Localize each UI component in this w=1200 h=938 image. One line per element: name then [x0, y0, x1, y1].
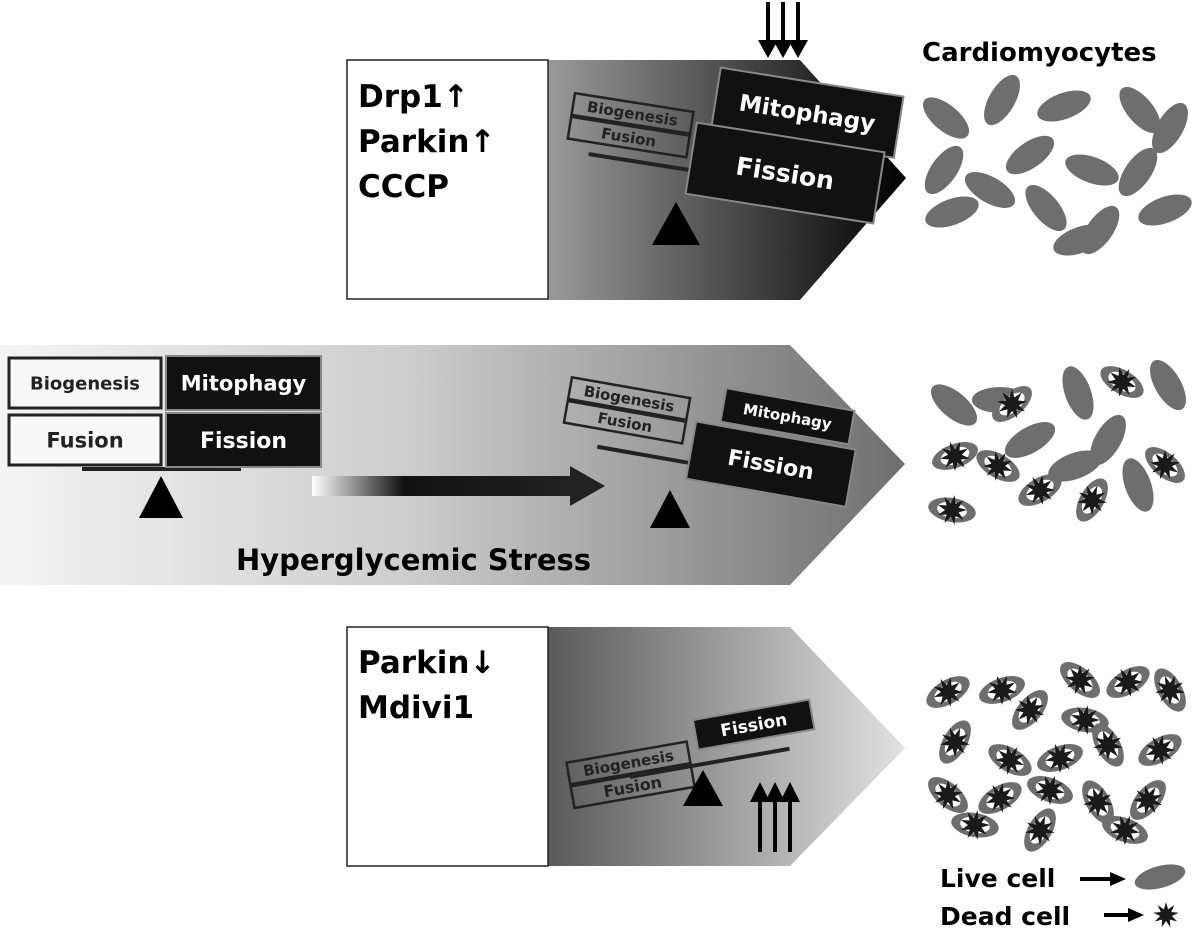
baseline-block-fusion: Fusion [7, 413, 163, 467]
cells-layer [922, 74, 1192, 928]
dead-cell [1037, 743, 1083, 773]
top-balance-pivot [652, 202, 700, 245]
live-cell [1090, 414, 1126, 466]
baseline-block-mitophagy-label: Mitophagy [181, 372, 307, 396]
dead-cell [928, 495, 976, 525]
live-cell [1119, 86, 1161, 134]
dead-cell [1102, 815, 1148, 845]
dead-cell [926, 676, 970, 708]
stressed-block-mitophagy: Mitophagy [719, 387, 856, 446]
legend-live-arrowhead-icon [1110, 872, 1126, 886]
dead-cell [992, 386, 1032, 422]
live-cell [1005, 135, 1055, 175]
legend-live-cell-icon [1134, 864, 1186, 890]
dead-cell [979, 675, 1025, 705]
bottom-block-fission: Fission [691, 698, 816, 751]
dead-cell [1027, 775, 1073, 805]
condition-mdivi1: Mdivi1 [358, 690, 475, 726]
live-cell [1065, 154, 1119, 186]
transition-arrow-icon [312, 466, 605, 506]
live-cell [984, 74, 1020, 126]
dead-cell [976, 450, 1020, 482]
baseline-block-biogenesis-label: Biogenesis [30, 373, 140, 394]
top-conditions: Drp1↑ Parkin↑ CCCP [358, 82, 495, 217]
legend-dead-cell-label: Dead cell [940, 902, 1071, 931]
live-cell [1138, 194, 1192, 226]
dead-cell [939, 720, 971, 764]
baseline-balance-pivot [139, 476, 183, 518]
dead-cell [1138, 734, 1182, 766]
dead-cell [1024, 808, 1056, 852]
dead-cell [928, 777, 968, 813]
condition-cccp: CCCP [358, 169, 449, 205]
live-cell [1037, 90, 1091, 122]
top-block-fusion: Fusion [566, 115, 692, 159]
dead-cell [1145, 447, 1185, 483]
live-cell [1118, 147, 1158, 197]
bottom-panel-arrow [548, 627, 905, 866]
legend-dead-arrowhead-icon [1128, 908, 1144, 922]
condition-parkin-up: Parkin↑ [358, 124, 496, 160]
live-cell [1150, 359, 1186, 411]
baseline-block-fusion-label: Fusion [46, 429, 123, 453]
baseline-block-biogenesis: Biogenesis [7, 356, 163, 410]
condition-parkin-down: Parkin↓ [358, 645, 496, 681]
dead-cell [932, 441, 978, 471]
live-cell [1025, 184, 1067, 232]
live-cell [1122, 458, 1154, 512]
live-cell [1062, 366, 1094, 420]
live-cell [925, 196, 979, 228]
bottom-condition-box [346, 626, 549, 867]
live-cell [1048, 450, 1102, 482]
baseline-block-fission: Fission [165, 412, 322, 468]
live-cell [1004, 422, 1056, 458]
legend-live-cell-label: Live cell [940, 864, 1056, 893]
dead-cell [1060, 662, 1100, 698]
dead-cell [1100, 366, 1144, 398]
stressed-balance-pivot [650, 490, 690, 528]
live-cell [922, 97, 970, 139]
dead-cell [988, 744, 1032, 776]
up-arrows-icon [750, 782, 800, 852]
legend-dead-cell-icon [1153, 902, 1179, 928]
dead-cell [1018, 474, 1062, 506]
baseline-block-mitophagy: Mitophagy [165, 355, 322, 411]
bottom-balance-pivot [683, 770, 723, 806]
stressed-block-fission: Fission [684, 420, 857, 508]
dead-cell [1130, 780, 1166, 820]
dead-cell [1012, 690, 1048, 730]
dead-cell [1082, 780, 1114, 824]
legend [1080, 864, 1186, 928]
bottom-conditions: Parkin↓ Mdivi1 [358, 648, 495, 738]
dead-cell [951, 810, 999, 840]
dead-cell [978, 782, 1022, 814]
top-block-fission: Fission [684, 121, 886, 225]
condition-drp1: Drp1↑ [358, 79, 469, 115]
cardiomyocytes-title: Cardiomyocytes [922, 38, 1157, 68]
live-cell [1152, 102, 1188, 154]
down-arrows-icon [758, 2, 808, 58]
live-cell [1053, 224, 1107, 256]
dead-cell [1092, 723, 1124, 767]
top-condition-box [346, 59, 549, 300]
baseline-block-fission-label: Fission [200, 429, 287, 454]
live-cell [964, 172, 1016, 208]
dead-cell [1154, 668, 1186, 712]
hyperglycemic-stress-label: Hyperglycemic Stress [236, 543, 592, 577]
live-cell [924, 145, 964, 195]
live-cell [930, 384, 978, 426]
dead-cell [1106, 666, 1150, 698]
dead-cell [1076, 478, 1108, 522]
